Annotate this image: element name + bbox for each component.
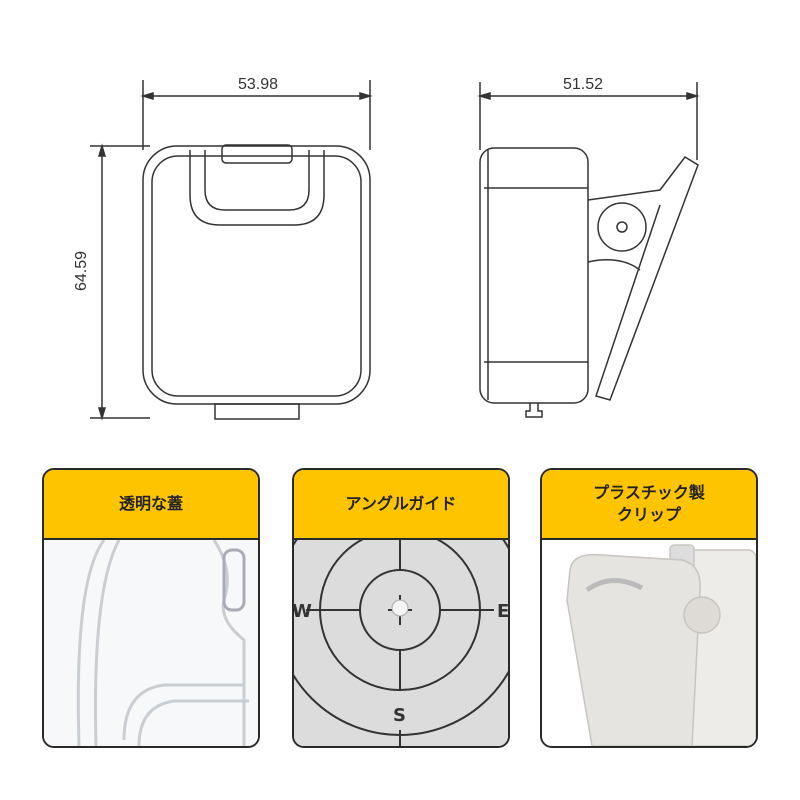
depth-dimension [477, 82, 700, 160]
width-dimension-label: 53.98 [238, 76, 279, 93]
west-label: W [294, 601, 312, 622]
angle-guide-image: W E S [294, 540, 508, 746]
front-view [142, 144, 371, 420]
level-bubble [391, 599, 409, 617]
east-label: E [497, 601, 508, 622]
side-view [479, 147, 699, 418]
feature-title: プラスチック製クリップ [542, 470, 756, 540]
south-label: S [393, 705, 406, 726]
depth-dimension-label: 51.52 [563, 76, 604, 93]
width-dimension [140, 80, 373, 150]
technical-drawing [90, 80, 700, 421]
transparent-lid-image [44, 540, 258, 746]
height-dimension [90, 143, 150, 421]
feature-title-line2: クリップ [616, 505, 681, 524]
feature-title: 透明な蓋 [44, 470, 258, 540]
feature-panel-angle-guide: アングルガイド W E S [292, 468, 510, 748]
plastic-clip-image [542, 540, 756, 746]
feature-panel-plastic-clip: プラスチック製クリップ [540, 468, 758, 748]
feature-panel-transparent-lid: 透明な蓋 [42, 468, 260, 748]
feature-title-line1: プラスチック製 [593, 483, 705, 502]
feature-title: アングルガイド [294, 470, 508, 540]
height-dimension-label: 64.59 [73, 250, 91, 292]
